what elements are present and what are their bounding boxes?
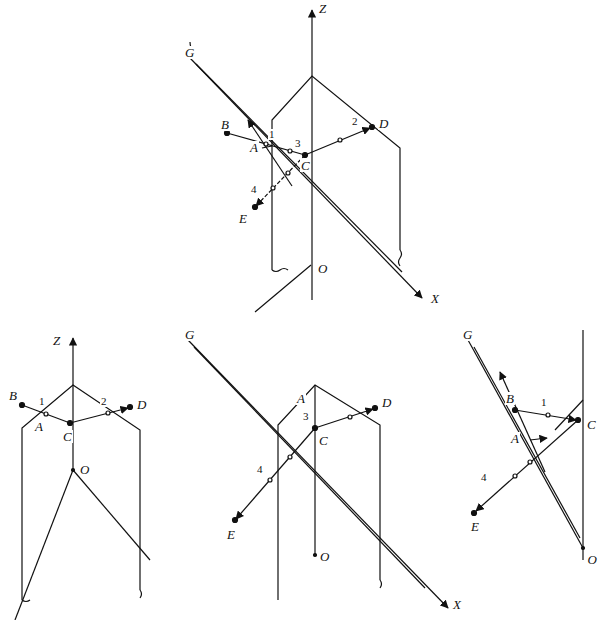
point-label: O bbox=[79, 463, 90, 476]
point-label: Z bbox=[318, 2, 327, 15]
callout-number: 1 bbox=[38, 396, 46, 407]
point-label: G bbox=[184, 328, 195, 341]
callout-number: 4 bbox=[250, 184, 258, 195]
point-label: A bbox=[296, 392, 306, 405]
point-label: A bbox=[510, 432, 520, 445]
point-label: O bbox=[317, 262, 328, 275]
callout-number: 3 bbox=[294, 138, 302, 149]
point-label: E bbox=[238, 212, 248, 225]
point-label: O bbox=[319, 550, 330, 563]
point-label: Z bbox=[52, 334, 61, 347]
point-label: G bbox=[184, 46, 195, 59]
callout-number: 3 bbox=[302, 411, 310, 422]
point-label: E bbox=[226, 528, 236, 541]
callout-number: 2 bbox=[351, 116, 359, 127]
point-label: A bbox=[249, 141, 259, 154]
point-label: O bbox=[587, 553, 598, 566]
callout-number: 4 bbox=[480, 472, 488, 483]
point-label: B bbox=[505, 392, 515, 405]
point-label: B bbox=[8, 389, 18, 402]
point-label: D bbox=[381, 396, 392, 409]
point-label: C bbox=[318, 434, 329, 447]
point-label: B bbox=[220, 118, 230, 131]
point-label: X bbox=[430, 292, 440, 305]
point-label: E bbox=[470, 520, 480, 533]
point-label: D bbox=[136, 398, 147, 411]
point-label: C bbox=[300, 159, 311, 172]
point-label: X bbox=[452, 598, 462, 611]
point-label: G bbox=[462, 328, 473, 341]
callout-number: 4 bbox=[256, 464, 264, 475]
point-label: A bbox=[34, 420, 44, 433]
point-label: C bbox=[586, 418, 597, 431]
callout-number: 2 bbox=[100, 396, 108, 407]
callout-number: 1 bbox=[540, 397, 548, 408]
point-label: D bbox=[378, 117, 389, 130]
point-label: C bbox=[62, 430, 73, 443]
callout-number: 1 bbox=[268, 129, 276, 140]
